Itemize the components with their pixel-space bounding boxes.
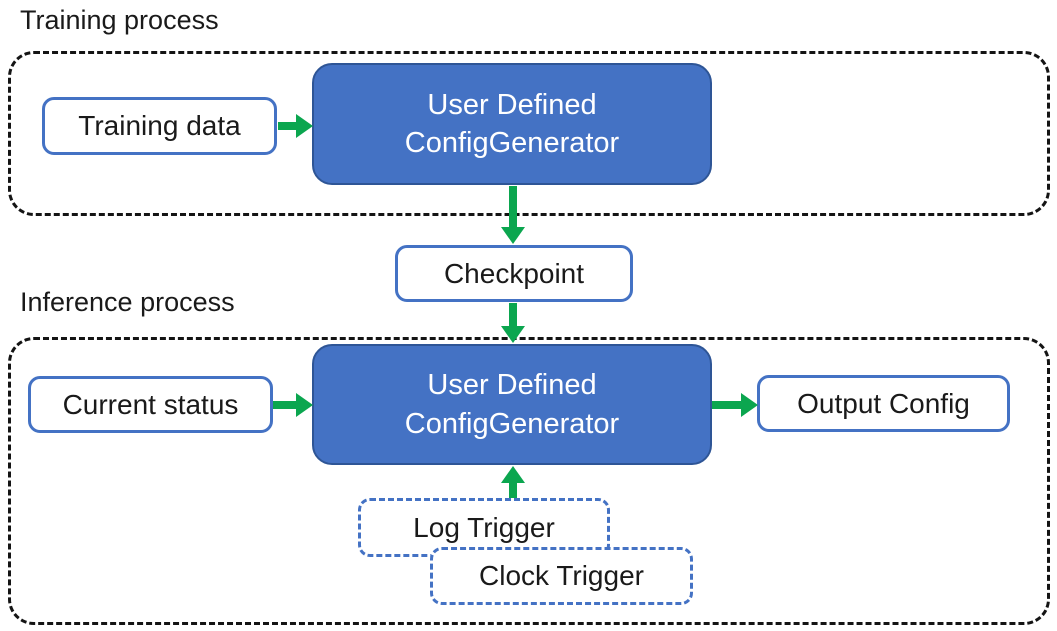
arrow-generator-to-checkpoint [501,186,525,244]
generator-line2: ConfigGenerator [404,127,620,159]
arrow-shaft [509,483,517,498]
arrow-head-icon [501,227,525,244]
arrow-head-icon [741,393,758,417]
arrow-head-icon [296,114,313,138]
inference-process-title: Inference process [20,287,235,317]
arrow-head-icon [296,393,313,417]
arrow-triggers-to-generator [501,466,525,498]
checkpoint-box: Checkpoint [395,245,633,302]
generator-line2: ConfigGenerator [404,407,620,440]
arrow-head-icon [501,466,525,483]
arrow-shaft [273,401,296,409]
arrow-shaft [278,122,296,130]
arrow-current-status-to-generator [273,393,313,417]
clock-trigger-box: Clock Trigger [430,547,693,605]
current-status-box: Current status [28,376,273,433]
generator-line1: User Defined [427,88,597,121]
arrow-training-data-to-generator [278,114,313,138]
arrow-shaft [509,303,517,326]
output-config-box: Output Config [757,375,1010,432]
inference-config-generator-box: User Defined ConfigGenerator [312,344,712,465]
training-process-title: Training process [20,5,219,35]
training-data-box: Training data [42,97,277,155]
generator-line1: User Defined [427,369,597,402]
arrow-generator-to-output-config [712,393,758,417]
training-process-container [8,51,1050,216]
arrow-checkpoint-to-inference-generator [501,303,525,343]
arrow-shaft [509,186,517,227]
arrow-head-icon [501,326,525,343]
arrow-shaft [712,401,741,409]
training-config-generator-box: User Defined ConfigGenerator [312,63,712,185]
inference-process-container [8,337,1050,625]
